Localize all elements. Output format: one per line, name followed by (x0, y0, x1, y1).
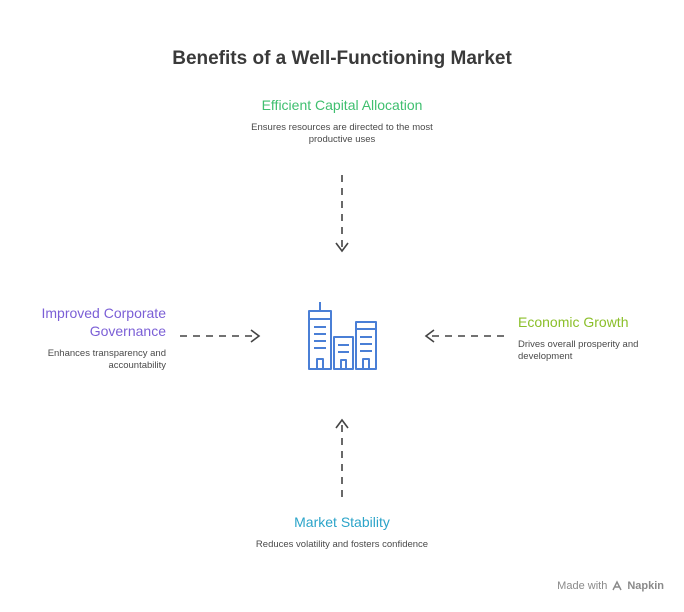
arrow-right (424, 329, 504, 343)
node-description: Ensures resources are directed to the mo… (251, 122, 433, 145)
node-title: Efficient Capital Allocation (261, 97, 423, 113)
node-economic-growth: Economic Growth Drives overall prosperit… (518, 313, 678, 363)
node-title: Market Stability (294, 514, 390, 530)
page-title: Benefits of a Well-Functioning Market (172, 48, 512, 69)
buildings-icon (308, 302, 377, 370)
node-description: Reduces volatility and fosters confidenc… (255, 539, 429, 550)
arrow-bottom (335, 418, 349, 497)
node-efficient-capital-allocation: Efficient Capital Allocation Ensures res… (242, 96, 442, 146)
node-description: Drives overall prosperity and developmen… (518, 339, 639, 362)
brand-name: Napkin (627, 580, 664, 592)
arrow-top (335, 175, 349, 253)
made-with-label: Made with (557, 580, 608, 592)
footer-attribution: Made with Napkin (557, 580, 664, 592)
napkin-logo-icon (612, 580, 622, 591)
node-market-stability: Market Stability Reduces volatility and … (242, 513, 442, 551)
node-improved-corporate-governance: Improved Corporate Governance Enhances t… (16, 304, 166, 372)
node-description: Enhances transparency and accountability (47, 348, 166, 371)
node-title: Economic Growth (518, 314, 629, 330)
arrow-left (180, 329, 261, 343)
node-title: Improved Corporate Governance (41, 305, 166, 339)
